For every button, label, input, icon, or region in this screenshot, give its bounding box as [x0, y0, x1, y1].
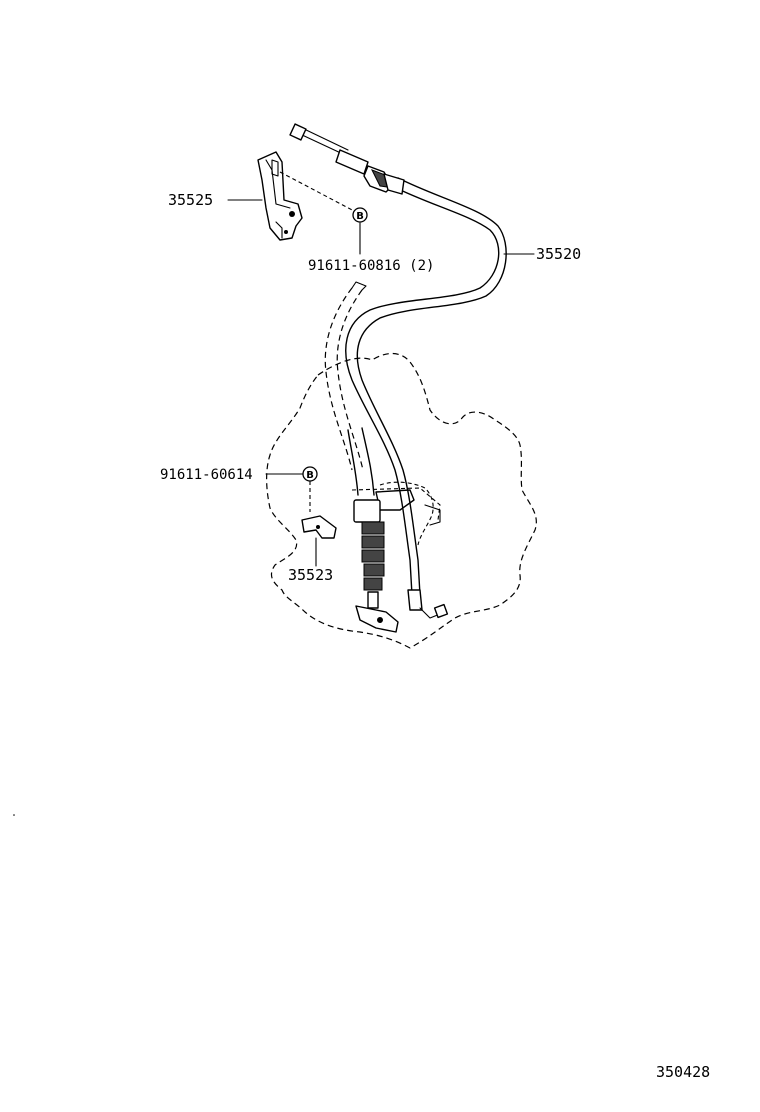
label-bolt-upper: 91611-60816 (2): [308, 258, 434, 274]
lower-bolt-mark: B: [306, 470, 314, 481]
label-bracket-lower: 35523: [288, 566, 333, 584]
cable-right-end: [407, 589, 423, 611]
cable-lower-conduit-2: [361, 427, 375, 496]
cable-threaded-section: [335, 149, 369, 175]
label-bolt-lower: 91611-60614: [160, 467, 253, 483]
cable-top-end-cap: [289, 123, 307, 141]
transmission-housing-outline: [266, 352, 537, 649]
cable-outer-main: [345, 185, 500, 596]
housing-flange-detail: [351, 487, 441, 521]
cable-top-rod-2: [301, 127, 349, 151]
label-cable: 35520: [536, 245, 581, 263]
lower-bracket-hole: [316, 525, 320, 529]
upper-bolt-circle: [352, 207, 368, 223]
cable-right-end-cap: [433, 603, 449, 619]
phantom-cable: [324, 287, 353, 471]
upper-bracket-assembly-line: [279, 171, 357, 213]
upper-bracket-tab: [275, 221, 283, 239]
cable-lower-conduit: [347, 429, 359, 496]
cable-boot-ribs: [353, 499, 385, 609]
upper-bracket-slot: [271, 159, 279, 177]
phantom-cable-2: [336, 289, 364, 471]
cable-top-rod: [299, 133, 346, 156]
stray-dot: [13, 814, 15, 816]
housing-bracket-tab: [424, 504, 441, 526]
upper-bracket-hole-2: [284, 230, 288, 234]
cable-lower-bracket-hole: [377, 617, 383, 623]
diagram-id: 350428: [656, 1063, 710, 1081]
housing-inner-detail: [379, 481, 434, 546]
cable-outer-main-inner: [356, 177, 507, 596]
phantom-cable-tip: [351, 281, 367, 291]
upper-bracket: [257, 151, 303, 241]
cable-sleeve: [383, 173, 405, 195]
label-bracket-upper: 35525: [168, 191, 213, 209]
upper-bolt-mark: B: [356, 211, 364, 222]
upper-bracket-fold: [265, 159, 291, 209]
upper-bracket-hole-1: [289, 211, 295, 217]
cable-lower-bracket: [355, 605, 399, 633]
